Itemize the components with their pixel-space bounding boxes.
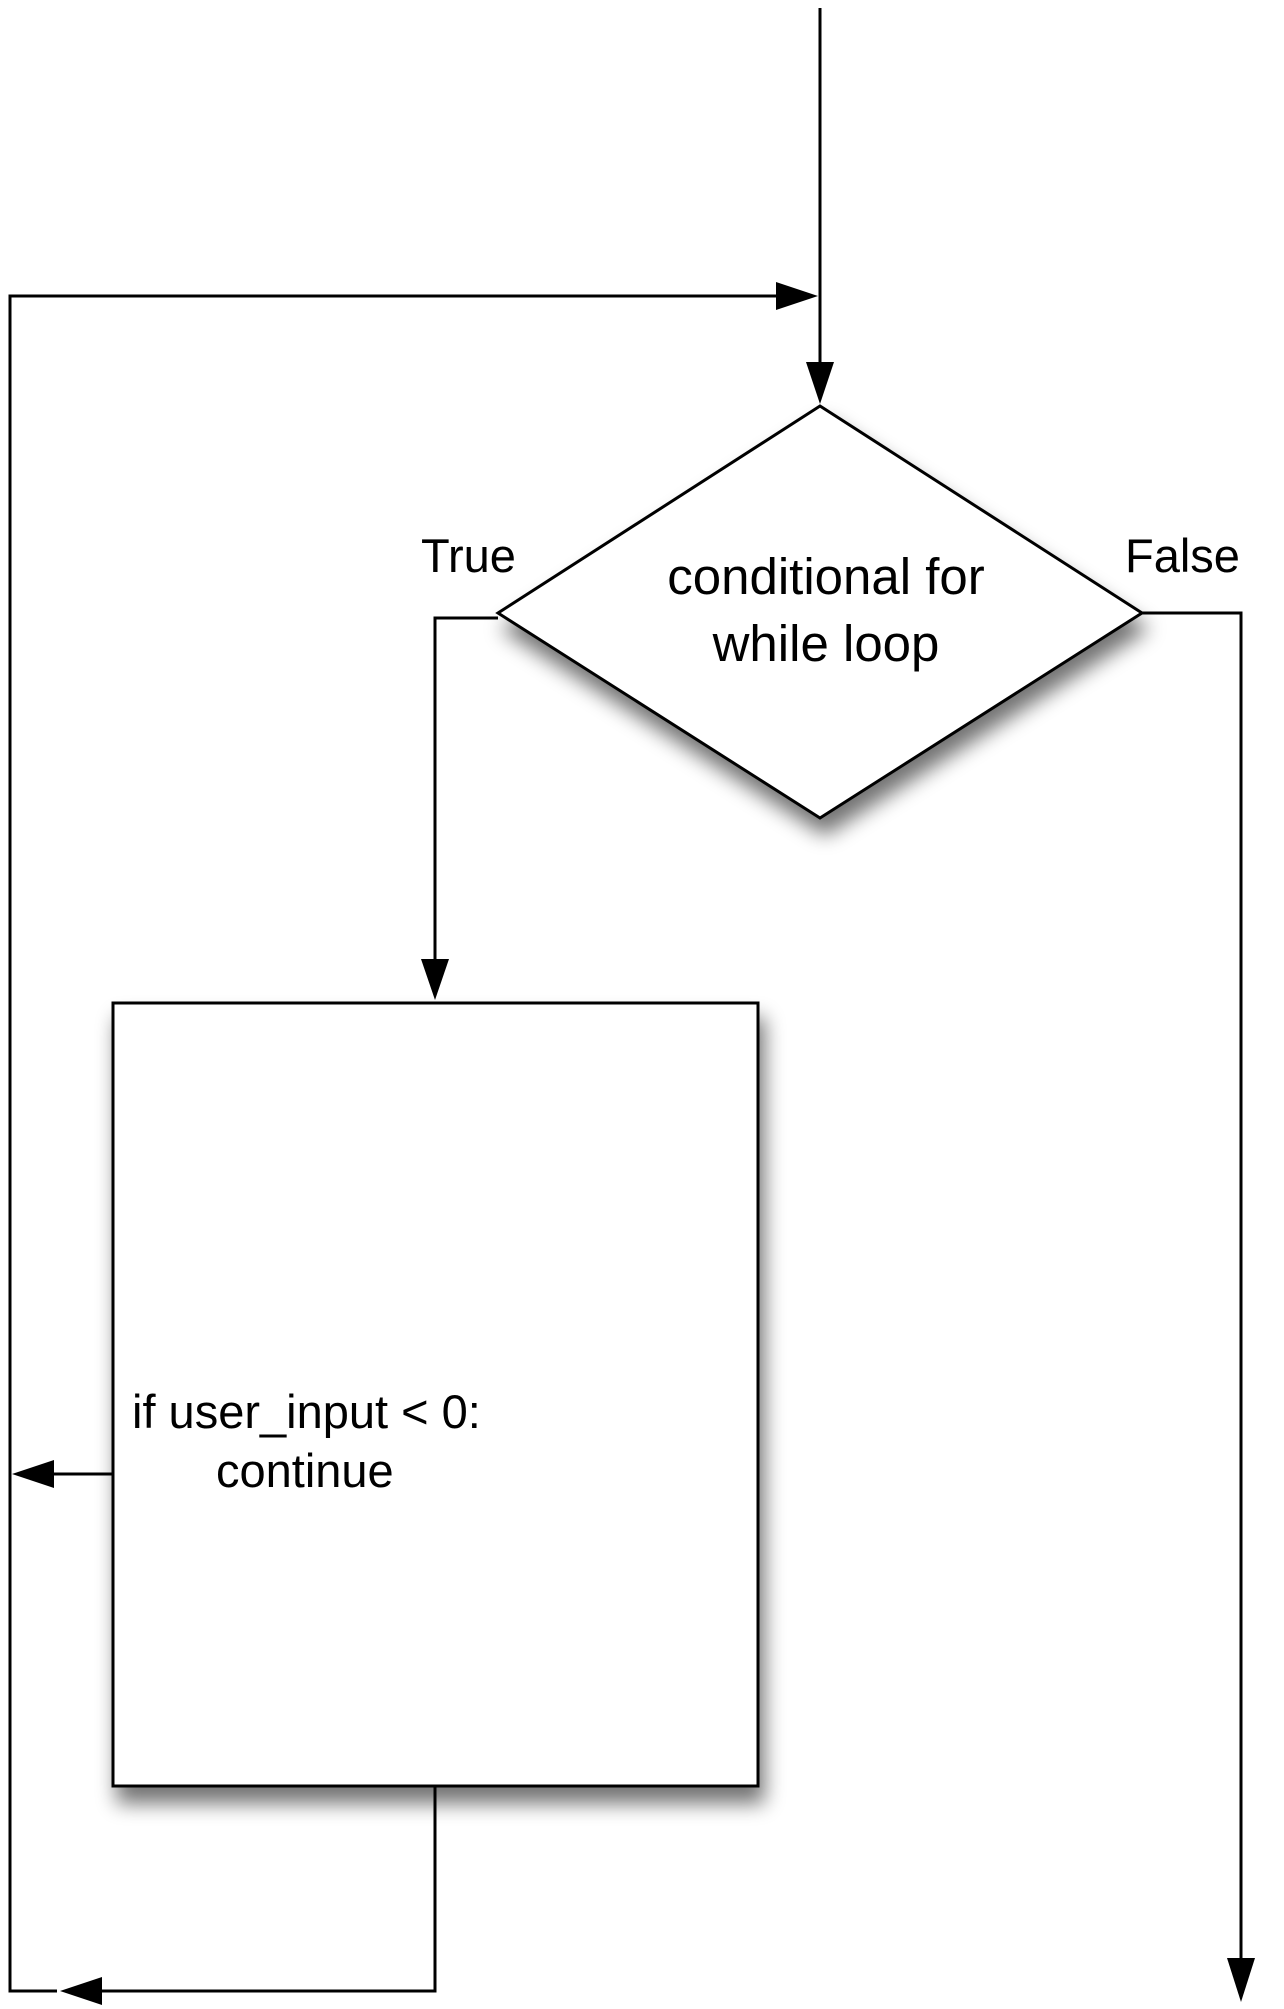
loop-back-arrowhead [776, 282, 818, 310]
body-exit-arrowhead [60, 1977, 102, 2005]
loop-body-code-line1: if user_input < 0: [132, 1385, 481, 1438]
body-exit-arrow [60, 1785, 437, 2005]
decision-diamond [495, 404, 1145, 820]
entry-arrowhead [806, 362, 834, 404]
true-branch-arrow [421, 616, 498, 1000]
decision-label-line1: conditional for [667, 548, 985, 605]
false-branch-label: False [1125, 529, 1240, 582]
decision-label-line2: while loop [712, 615, 940, 672]
entry-arrow [806, 8, 834, 404]
true-branch-arrowhead [421, 959, 449, 1000]
false-branch-arrow [1142, 611, 1255, 2002]
loop-body-code-line2: continue [216, 1444, 394, 1497]
loop-back-arrow [8, 282, 818, 1993]
loop-body-box [111, 1001, 760, 1788]
continue-arrowhead [12, 1460, 54, 1488]
false-branch-arrowhead [1227, 1958, 1255, 2002]
true-branch-label: True [421, 529, 516, 582]
